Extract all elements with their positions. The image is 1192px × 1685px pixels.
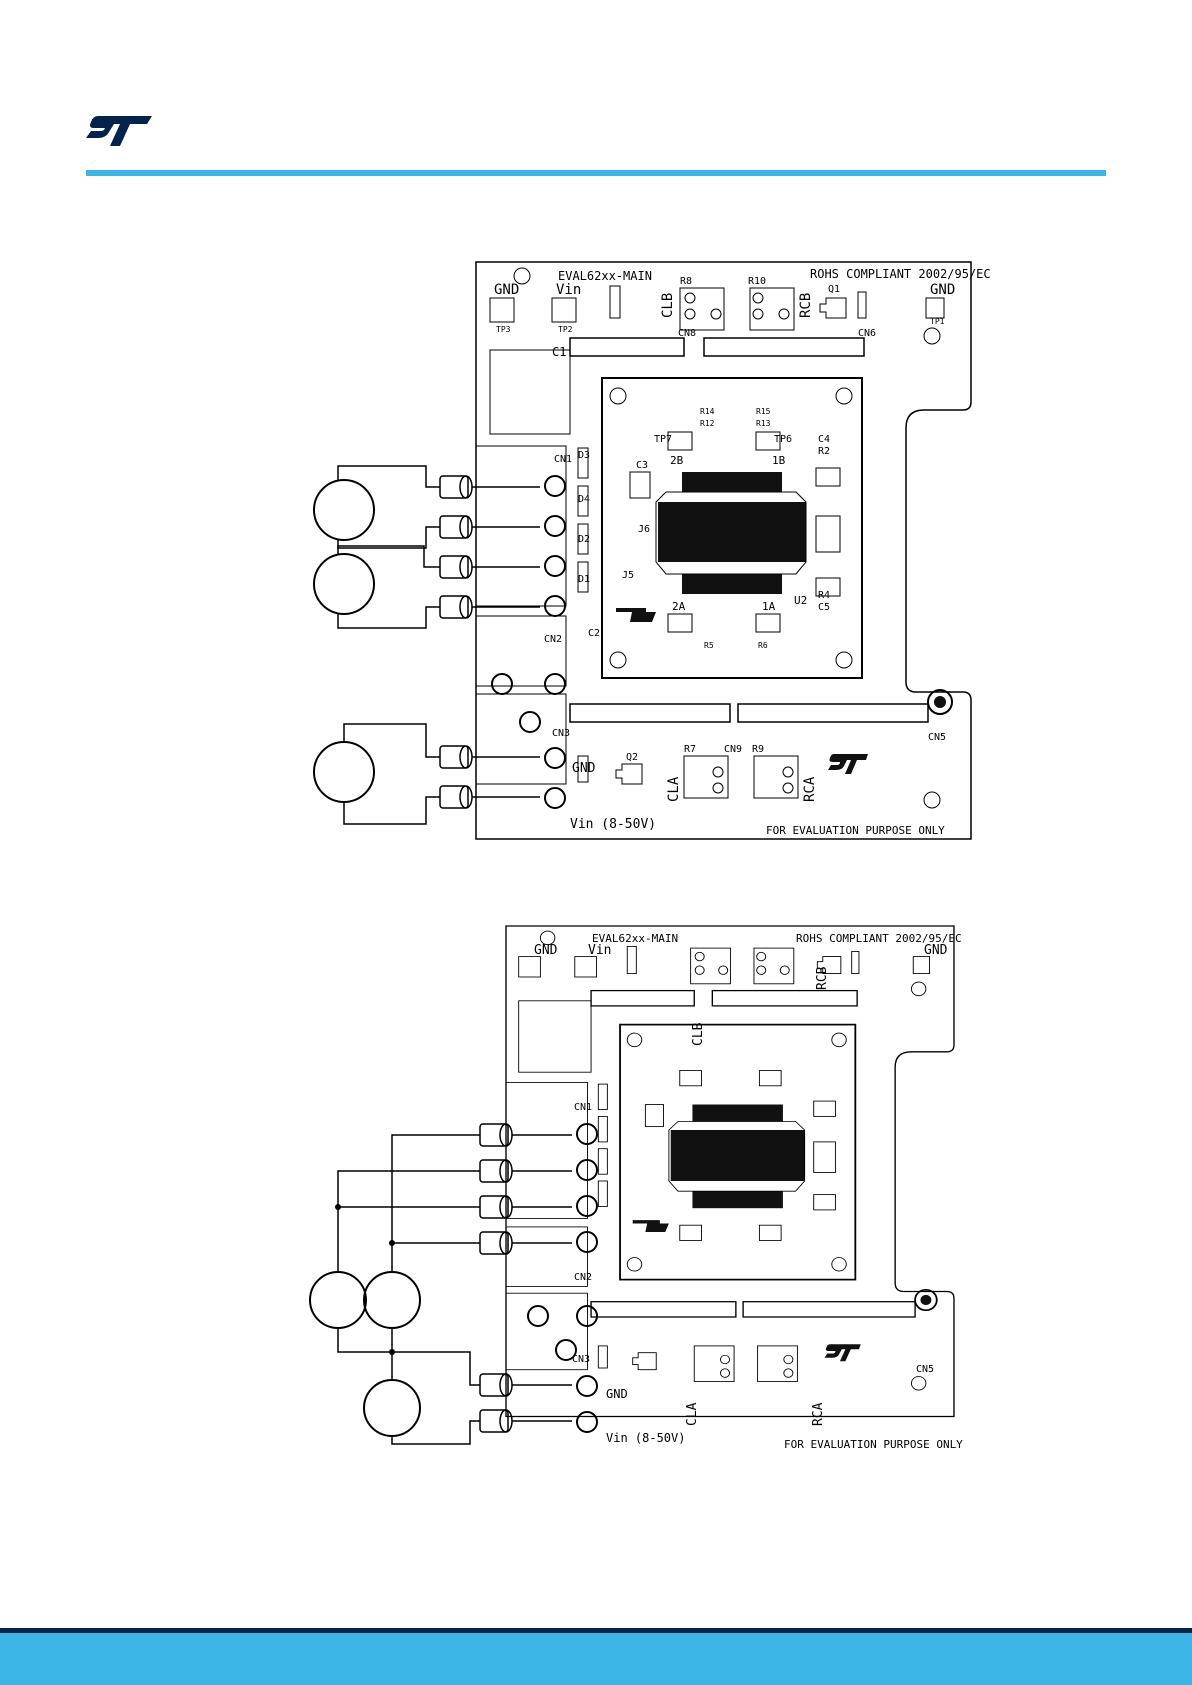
vin-label: Vin bbox=[556, 282, 581, 298]
2a-label: 2A bbox=[672, 600, 686, 613]
q2-label: Q2 bbox=[626, 752, 638, 763]
tp7-label: TP7 bbox=[654, 434, 672, 445]
u2-label: U2 bbox=[794, 594, 807, 607]
rohs-label-2: ROHS COMPLIANT 2002/95/EC bbox=[796, 932, 962, 945]
j5-label: J5 bbox=[622, 570, 634, 581]
j6-label: J6 bbox=[638, 524, 650, 535]
clb-label-2: CLB bbox=[691, 1022, 706, 1046]
c1-label: C1 bbox=[552, 345, 566, 359]
eval-label-2: FOR EVALUATION PURPOSE ONLY bbox=[784, 1438, 963, 1451]
connector-holes-2 bbox=[527, 1123, 598, 1433]
cn5-label-2: CN5 bbox=[916, 1364, 934, 1375]
r12-label: R12 bbox=[700, 419, 715, 428]
clb-label: CLB bbox=[660, 293, 676, 318]
rcb-label-2: RCB bbox=[815, 966, 830, 990]
wire-junctions bbox=[335, 1204, 395, 1355]
tp6-label: TP6 bbox=[774, 434, 792, 445]
vin-range-label-2: Vin (8-50V) bbox=[606, 1431, 685, 1445]
board-1: GND Vin TP3 TP2 EVAL62xx-MAIN ROHS COMPL… bbox=[475, 261, 991, 840]
r5-label: R5 bbox=[704, 641, 714, 650]
tp3-label: TP3 bbox=[496, 325, 511, 334]
gnd-label-right: GND bbox=[930, 282, 955, 298]
cn2-label: CN2 bbox=[544, 634, 562, 645]
gnd-bottom-label-2: GND bbox=[606, 1387, 628, 1401]
board-2: GND Vin EVAL62xx-MAIN ROHS COMPLIANT 200… bbox=[505, 925, 963, 1451]
cn3-label-2: CN3 bbox=[572, 1354, 590, 1365]
tp1-label: TP1 bbox=[930, 317, 945, 326]
gnd-label-right-2: GND bbox=[924, 943, 948, 958]
r2-label: R2 bbox=[818, 446, 830, 457]
rcb-label: RCB bbox=[798, 293, 814, 318]
d1-label: D1 bbox=[578, 574, 590, 585]
r6-label: R6 bbox=[758, 641, 768, 650]
cn8-label: CN8 bbox=[678, 328, 696, 339]
c3-label: C3 bbox=[636, 460, 648, 471]
vin-range-label: Vin (8-50V) bbox=[570, 817, 656, 832]
rca-label: RCA bbox=[802, 776, 818, 802]
rohs-label: ROHS COMPLIANT 2002/95/EC bbox=[810, 267, 991, 281]
st-logo-icon bbox=[86, 116, 152, 146]
tp2-label: TP2 bbox=[558, 325, 573, 334]
d2-label: D2 bbox=[578, 534, 590, 545]
r15-label: R15 bbox=[756, 407, 771, 416]
2b-label: 2B bbox=[670, 454, 684, 467]
cn9-label: CN9 bbox=[724, 744, 742, 755]
cn1-label: CN1 bbox=[554, 454, 572, 465]
header-divider bbox=[86, 170, 1106, 176]
r10-label: R10 bbox=[748, 276, 766, 287]
vin-label-2: Vin bbox=[588, 943, 611, 958]
rca-label-2: RCA bbox=[811, 1402, 826, 1426]
c2-label: C2 bbox=[588, 628, 600, 639]
gnd-label-2: GND bbox=[534, 943, 558, 958]
gnd-label: GND bbox=[494, 282, 519, 298]
footer-bar bbox=[0, 1633, 1192, 1685]
r7-label: R7 bbox=[684, 744, 696, 755]
wiring-top bbox=[313, 465, 540, 825]
r8-label: R8 bbox=[680, 276, 692, 287]
cn3-label: CN3 bbox=[552, 728, 570, 739]
c5-label: C5 bbox=[818, 602, 830, 613]
wiring-bottom bbox=[309, 1123, 572, 1445]
r13-label: R13 bbox=[756, 419, 771, 428]
1b-label: 1B bbox=[772, 454, 786, 467]
q1-label: Q1 bbox=[828, 284, 840, 295]
cla-label: CLA bbox=[666, 776, 682, 802]
cn1-label-2: CN1 bbox=[574, 1102, 592, 1113]
cn2-label-2: CN2 bbox=[574, 1272, 592, 1283]
1a-label: 1A bbox=[762, 600, 776, 613]
eval-label: FOR EVALUATION PURPOSE ONLY bbox=[766, 824, 945, 837]
r4-label: R4 bbox=[818, 590, 830, 601]
c4-label: C4 bbox=[818, 434, 830, 445]
board-title-2: EVAL62xx-MAIN bbox=[592, 932, 678, 945]
cn5-label: CN5 bbox=[928, 732, 946, 743]
connector-holes-1 bbox=[491, 475, 566, 809]
cn6-label: CN6 bbox=[858, 328, 876, 339]
d3-label: D3 bbox=[578, 450, 590, 461]
board-title: EVAL62xx-MAIN bbox=[558, 269, 652, 283]
cla-label-2: CLA bbox=[685, 1402, 700, 1426]
r9-label: R9 bbox=[752, 744, 764, 755]
gnd-bottom-label: GND bbox=[572, 761, 596, 776]
d4-label: D4 bbox=[578, 494, 590, 505]
r14-label: R14 bbox=[700, 407, 715, 416]
footer-divider bbox=[0, 1628, 1192, 1633]
